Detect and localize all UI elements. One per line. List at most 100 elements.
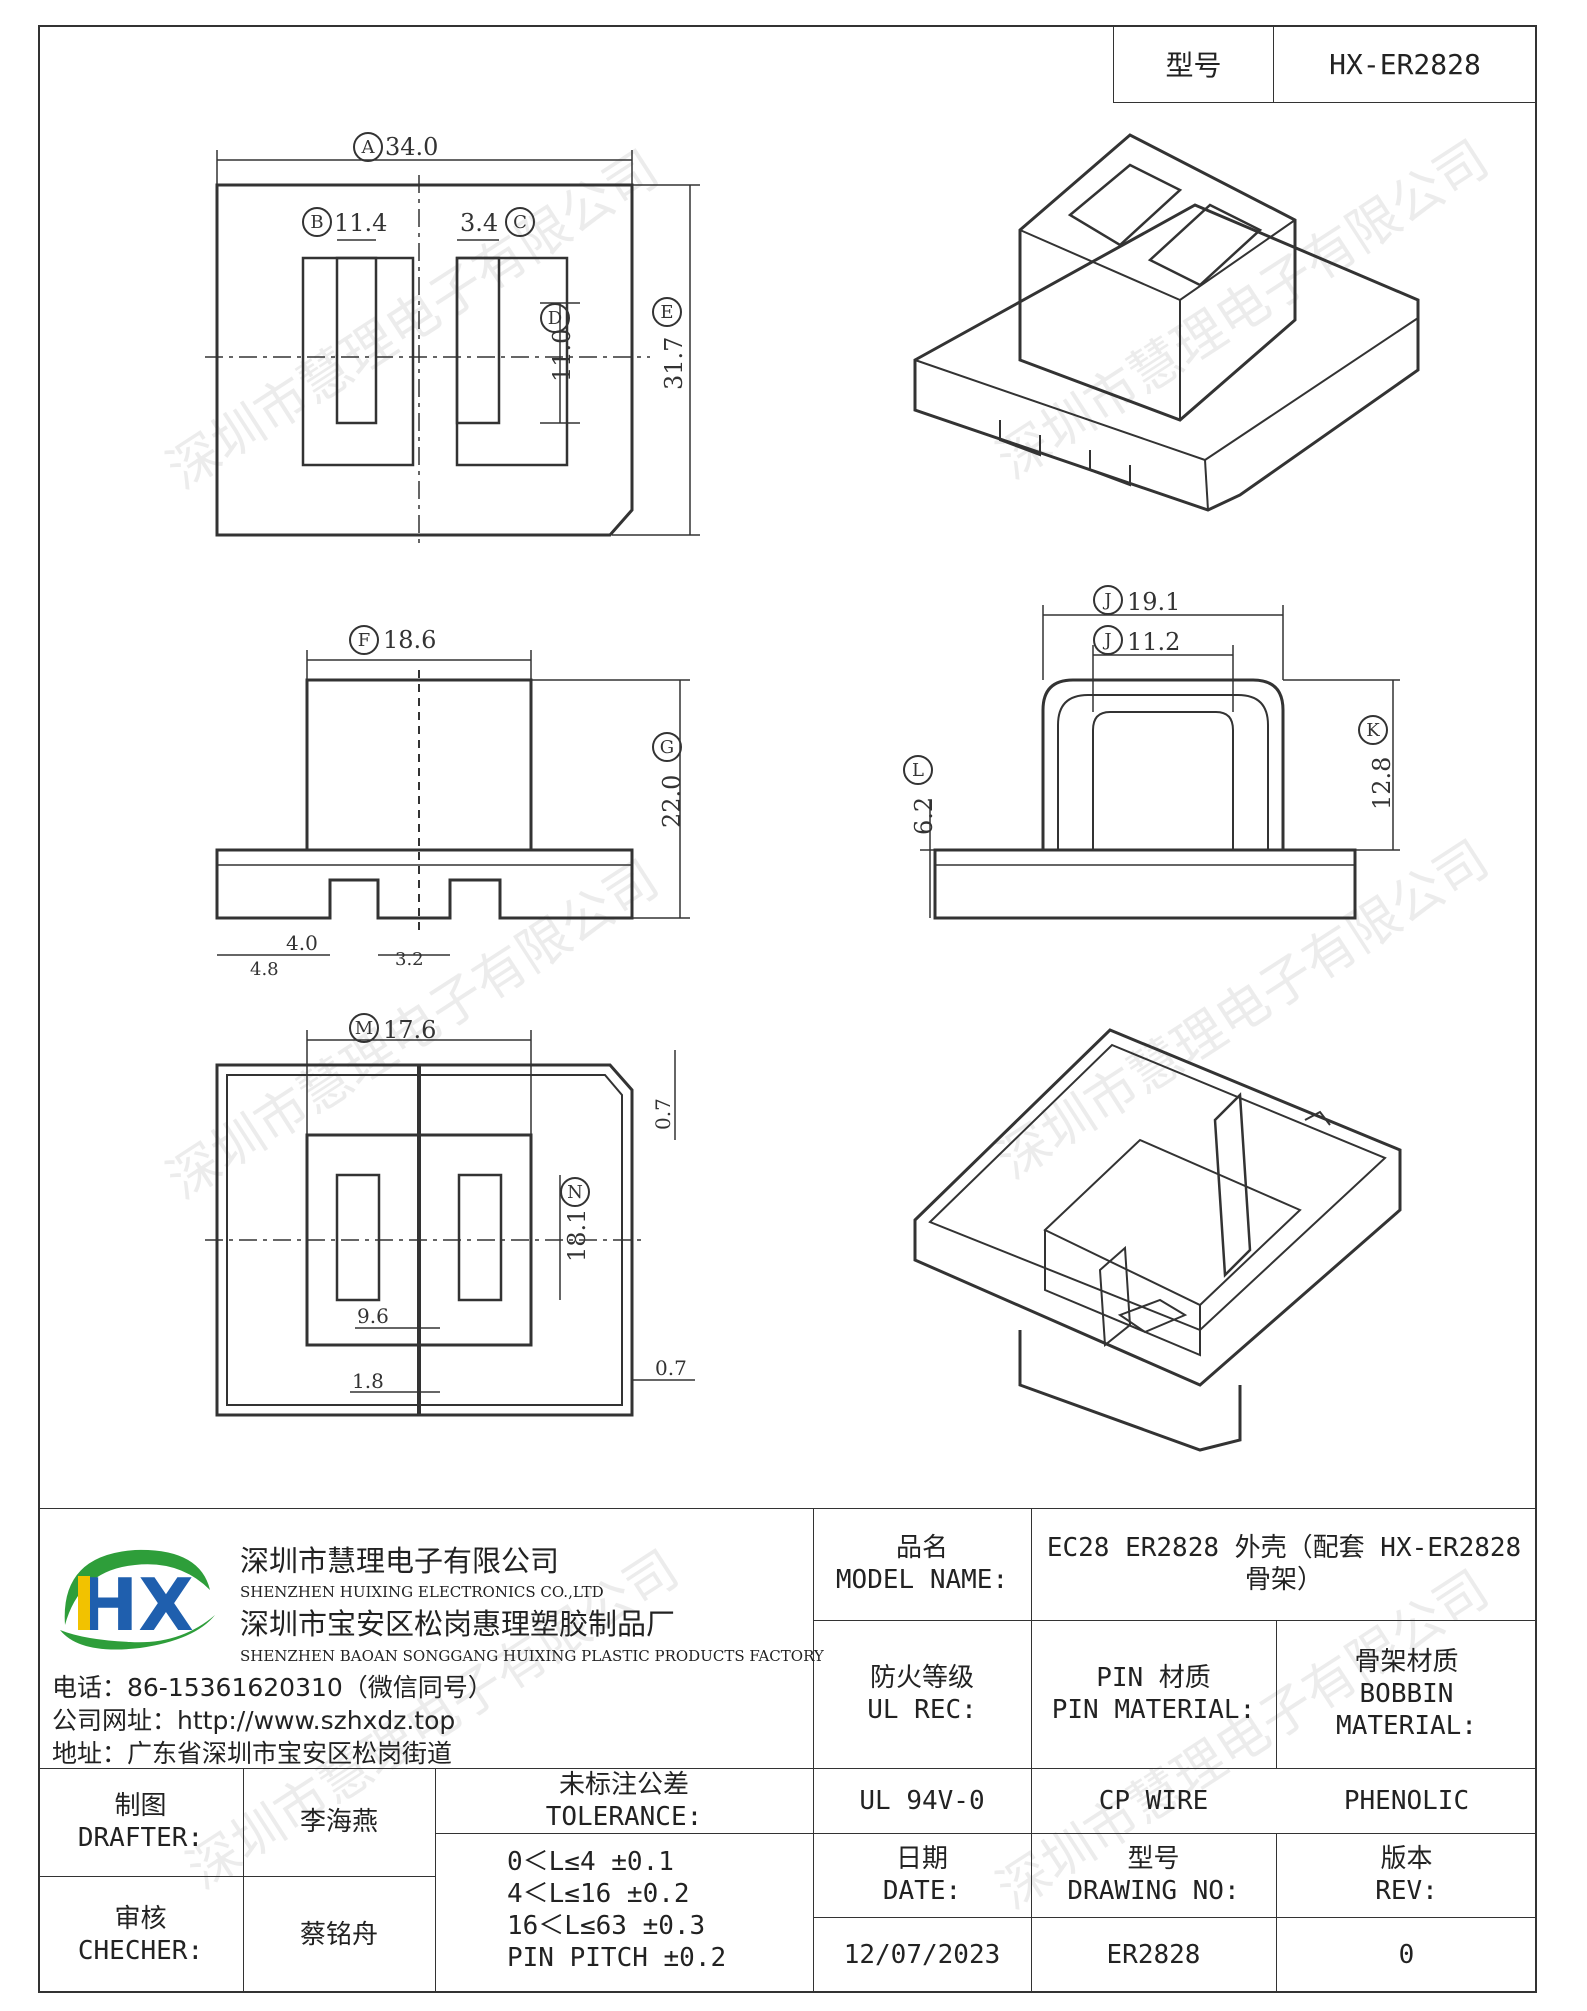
dim-letter-F: F: [358, 630, 371, 651]
drafter-label-cn: 制图: [114, 1791, 167, 1821]
model-header-box: 型号 HX-ER2828: [1113, 25, 1537, 103]
date-value-text: 12/07/2023: [843, 1940, 1001, 1970]
top-view: [205, 150, 700, 545]
side-view: [920, 605, 1400, 920]
ul-rec-value-text: UL 94V-0: [859, 1785, 985, 1816]
dim-letter-J2: J: [1102, 630, 1111, 651]
dim-E: 31.7: [660, 337, 688, 390]
title-block-line: [38, 1768, 1537, 1769]
tolerance-row: 4＜L≤16 ±0.2: [507, 1879, 690, 1909]
tolerance-row: PIN PITCH ±0.2: [507, 1943, 727, 1973]
drafter-name-text: 李海燕: [299, 1807, 378, 1837]
drawing-no-label-en: DRAWING NO:: [1067, 1876, 1240, 1906]
dim-letter-B: B: [310, 212, 323, 233]
dim-A: 34.0: [385, 133, 438, 161]
drawing-frame: [38, 25, 1537, 1993]
factory-name-cn: 深圳市宝安区松岗惠理塑胶制品厂: [240, 1607, 676, 1641]
model-name-value-line2: 骨架）: [1244, 1565, 1323, 1595]
title-block-line: [1031, 1620, 1537, 1621]
dim-letter-L: L: [912, 760, 924, 781]
date-value: 12/07/2023: [813, 1917, 1031, 1993]
checker-label-cn: 审核: [114, 1903, 167, 1934]
dim-R: 1.8: [352, 1369, 384, 1393]
bobbin-material-label-cn: 骨架材质: [1354, 1647, 1459, 1677]
tolerance-label-cn: 未标注公差: [558, 1769, 689, 1800]
dim-F: 18.6: [383, 626, 436, 654]
tolerance-label: 未标注公差 TOLERANCE:: [435, 1768, 813, 1833]
factory-name-en: SHENZHEN BAOAN SONGGANG HUIXING PLASTIC …: [240, 1647, 824, 1665]
technical-drawing: A B C D E F G J J K L M N 34.0 11.4 3.4 …: [205, 132, 1420, 1452]
dim-G: 22.0: [658, 775, 686, 828]
bobbin-material-label-en2: MATERIAL:: [1336, 1711, 1477, 1741]
dim-letter-J: J: [1102, 590, 1111, 611]
model-header-value: HX-ER2828: [1329, 47, 1481, 81]
dim-Q: 9.6: [357, 1304, 389, 1328]
title-block-line: [813, 1620, 1031, 1621]
title-block-top-line: [38, 1508, 1537, 1509]
title-block-divider: [243, 1768, 244, 1993]
dim-letter-G: G: [660, 737, 674, 758]
pin-material-label-cn: PIN 材质: [1096, 1663, 1211, 1693]
pin-material-label-en: PIN MATERIAL:: [1051, 1695, 1256, 1725]
model-name-value: EC28 ER2828 外壳（配套 HX-ER2828 骨架）: [1031, 1508, 1537, 1620]
bobbin-material-value: PHENOLIC: [1276, 1768, 1537, 1833]
tolerance-row: 0＜L≤4 ±0.1: [507, 1847, 674, 1877]
dim-K: 12.8: [1368, 757, 1396, 810]
bobbin-material-value-text: PHENOLIC: [1343, 1785, 1470, 1816]
iso-view-bottom: [913, 1028, 1402, 1452]
rev-value-text: 0: [1398, 1940, 1415, 1970]
bottom-view: [205, 1030, 695, 1417]
dim-h2: 4.8: [250, 959, 279, 980]
company-name-en: SHENZHEN HUIXING ELECTRONICS CO.,LTD: [240, 1583, 604, 1601]
dim-L: 6.2: [910, 797, 938, 835]
company-name-cn: 深圳市慧理电子有限公司: [240, 1544, 560, 1578]
title-block-divider: [1276, 1620, 1277, 1768]
model-name-value-line1: EC28 ER2828 外壳（配套 HX-ER2828: [1046, 1533, 1522, 1563]
company-phone: 电话：86-15361620310（微信同号）: [52, 1673, 493, 1702]
dim-letter-E: E: [660, 302, 673, 323]
date-label: 日期 DATE:: [813, 1833, 1031, 1917]
rev-label-cn: 版本: [1380, 1844, 1433, 1874]
dim-letter-K: K: [1366, 720, 1380, 741]
date-label-en: DATE:: [882, 1876, 962, 1906]
dim-letter-M: M: [355, 1018, 373, 1039]
company-logo: HX: [60, 1549, 215, 1650]
pin-material-value: CP WIRE: [1031, 1768, 1276, 1833]
ul-rec-label-cn: 防火等级: [869, 1663, 974, 1693]
title-block-divider: [1276, 1833, 1277, 1993]
dim-letter-P: N: [567, 1182, 583, 1203]
company-address: 地址：广东省深圳市宝安区松岗街道: [52, 1739, 453, 1768]
dim-letter-C: C: [513, 212, 527, 233]
date-label-cn: 日期: [895, 1844, 948, 1874]
dim-letter-D: D: [548, 308, 562, 329]
dim-J2: 11.2: [1127, 628, 1180, 656]
dim-B: 11.4: [334, 209, 387, 237]
title-block-line: [435, 1833, 1537, 1834]
drafter-label-en: DRAFTER:: [77, 1823, 204, 1853]
dim-S: 0.7: [655, 1356, 687, 1380]
ul-rec-value: UL 94V-0: [813, 1768, 1031, 1833]
drafter-label: 制图 DRAFTER:: [38, 1768, 243, 1876]
front-view: [215, 650, 690, 956]
title-block-divider: [1031, 1508, 1032, 1993]
title-block-line: [813, 1917, 1537, 1918]
rev-label-en: REV:: [1375, 1876, 1438, 1906]
ul-rec-label: 防火等级 UL REC:: [813, 1620, 1031, 1768]
dim-P: 18.1: [563, 1209, 591, 1262]
bobbin-material-label-en1: BOBBIN: [1359, 1679, 1454, 1709]
rev-value: 0: [1276, 1917, 1537, 1993]
dim-C: 3.4: [460, 209, 498, 237]
bobbin-material-label: 骨架材质 BOBBIN MATERIAL:: [1276, 1620, 1537, 1768]
model-name-label-cn: 品名: [895, 1533, 948, 1563]
iso-view-top: [913, 133, 1420, 512]
title-block-line: [38, 1876, 435, 1877]
drawing-no-value-text: ER2828: [1106, 1940, 1201, 1970]
model-name-label: 品名 MODEL NAME:: [813, 1508, 1031, 1620]
model-header-divider: [1273, 26, 1274, 102]
dim-N: 0.7: [651, 1098, 675, 1130]
checker-name: 蔡铭舟: [243, 1876, 435, 1993]
model-header-label: 型号: [1165, 49, 1222, 82]
pin-material-value-text: CP WIRE: [1098, 1785, 1209, 1816]
company-website: 公司网址：http://www.szhxdz.top: [52, 1706, 456, 1735]
tolerance-row: 16＜L≤63 ±0.3: [507, 1911, 706, 1941]
